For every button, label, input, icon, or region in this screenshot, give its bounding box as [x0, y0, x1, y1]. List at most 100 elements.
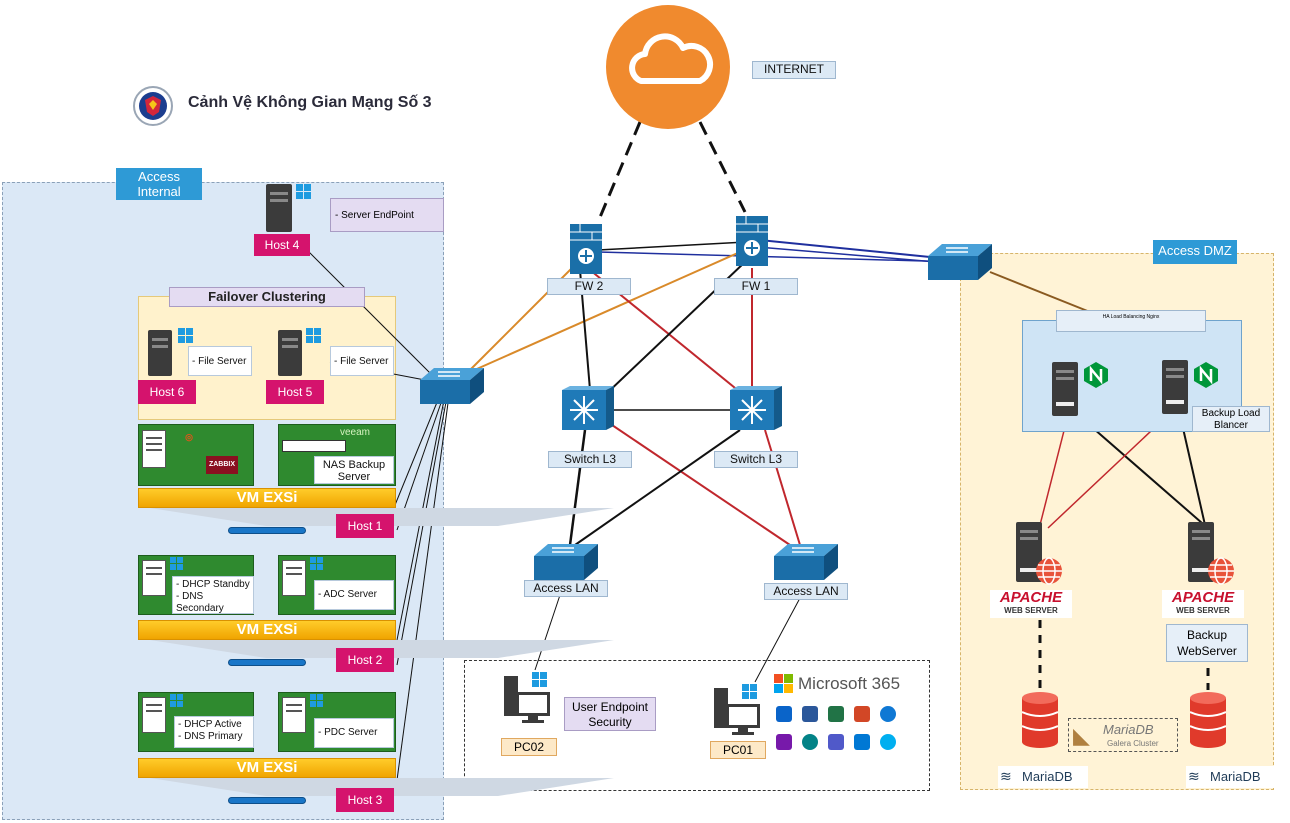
- apache-logo-right: APACHE WEB SERVER: [1162, 590, 1244, 618]
- apache-sub: WEB SERVER: [1176, 606, 1230, 615]
- microsoft-logo-icon: [774, 674, 794, 694]
- nginx-icon: [1084, 362, 1108, 388]
- server-icon: [282, 697, 306, 733]
- seal-icon: ≋: [1000, 768, 1012, 784]
- fw2-label: FW 2: [547, 278, 631, 295]
- failover-label: Failover Clustering: [169, 287, 365, 307]
- host5-note: - File Server: [330, 346, 394, 376]
- powerpoint-icon: [854, 706, 870, 722]
- host2-label: Host 2: [336, 648, 394, 672]
- exsi-shadow: [150, 778, 614, 796]
- galera-cluster-box: ◣ MariaDB Galera Cluster: [1068, 718, 1178, 752]
- server-icon: [1052, 362, 1078, 416]
- pc-icon: [714, 684, 762, 736]
- switch-icon: [534, 542, 598, 582]
- teams-icon: [828, 734, 844, 750]
- pc-icon: [504, 672, 552, 724]
- host6-note: - File Server: [188, 346, 252, 376]
- vm-exsi-bar-3: VM EXSi: [138, 758, 396, 778]
- windows-icon: [296, 184, 312, 200]
- firewall-icon: [568, 222, 604, 276]
- zabbix-logo: ZABBIX: [206, 456, 238, 474]
- windows-icon: [310, 557, 324, 571]
- server-icon: [282, 560, 306, 596]
- dmz-zone-label: Access DMZ: [1153, 240, 1237, 264]
- dhcp-standby-label: - DHCP Standby - DNS Secondary: [172, 576, 254, 614]
- switch-icon: [420, 366, 484, 406]
- globe-icon: [1034, 556, 1064, 586]
- switch-l3-left-label: Switch L3: [548, 451, 632, 468]
- apache-sub: WEB SERVER: [1004, 606, 1058, 615]
- server-icon: [148, 330, 172, 376]
- galera-sub: Galera Cluster: [1107, 739, 1159, 748]
- vm-exsi-bar-2: VM EXSi: [138, 620, 396, 640]
- nginx-icon: [1194, 362, 1218, 388]
- ubuntu-icon: ◎: [185, 432, 193, 442]
- pdc-label: - PDC Server: [314, 718, 394, 748]
- exchange-icon: [854, 734, 870, 750]
- blade-server-icon: [228, 659, 306, 666]
- fw1-label: FW 1: [714, 278, 798, 295]
- user-endpoint-label: User Endpoint Security: [564, 697, 656, 731]
- veeam-logo: veeam: [340, 427, 371, 438]
- windows-icon: [178, 328, 194, 344]
- shield-logo: [133, 86, 173, 126]
- brand-title: Cảnh Vệ Không Gian Mạng Số 3: [188, 94, 432, 111]
- host3-label: Host 3: [336, 788, 394, 812]
- windows-icon: [310, 694, 324, 708]
- server-icon: [278, 330, 302, 376]
- mariadb-logo-left: ≋ MariaDB: [998, 766, 1088, 788]
- access-lan-right-label: Access LAN: [764, 583, 848, 600]
- server-icon: [1162, 360, 1188, 414]
- database-icon: [1189, 692, 1227, 748]
- adc-label: - ADC Server: [314, 580, 394, 610]
- onedrive-icon: [880, 706, 896, 722]
- backup-webserver-label: Backup WebServer: [1166, 624, 1248, 662]
- m365-title: Microsoft 365: [798, 674, 901, 693]
- nas-device-icon: [282, 440, 346, 452]
- pc01-label: PC01: [710, 741, 766, 759]
- switch-icon: [560, 386, 616, 434]
- word-icon: [802, 706, 818, 722]
- access-lan-left-label: Access LAN: [524, 580, 608, 597]
- excel-icon: [828, 706, 844, 722]
- server-icon: [266, 184, 292, 232]
- galera-title: MariaDB: [1103, 722, 1154, 737]
- blade-server-icon: [228, 797, 306, 804]
- apache-logo-left: APACHE WEB SERVER: [990, 590, 1072, 618]
- endpoint-zone: [464, 660, 930, 791]
- switch-l3-right-label: Switch L3: [714, 451, 798, 468]
- mariadb-logo-right: ≋ MariaDB: [1186, 766, 1276, 788]
- windows-icon: [170, 557, 184, 571]
- windows-icon: [742, 684, 758, 700]
- switch-icon: [774, 542, 838, 582]
- backup-lb-label: Backup Load Blancer: [1192, 406, 1270, 432]
- switch-icon: [928, 242, 992, 282]
- host4-note: - Server EndPoint: [330, 198, 444, 232]
- internet-label: INTERNET: [752, 61, 836, 79]
- lb-title: HA Load Balancing Nginx: [1056, 310, 1206, 332]
- outlook-icon: [776, 706, 792, 722]
- globe-icon: [1206, 556, 1236, 586]
- seal-icon: ≋: [1188, 768, 1200, 784]
- mariadb-name: MariaDB: [1210, 769, 1261, 784]
- pc02-label: PC02: [501, 738, 557, 756]
- apache-name: APACHE: [999, 589, 1063, 606]
- blade-server-icon: [228, 527, 306, 534]
- host4-label: Host 4: [254, 234, 310, 256]
- onenote-icon: [776, 734, 792, 750]
- database-icon: [1021, 692, 1059, 748]
- server-icon: [142, 560, 166, 596]
- host5-label: Host 5: [266, 380, 324, 404]
- mariadb-name: MariaDB: [1022, 769, 1073, 784]
- windows-icon: [170, 694, 184, 708]
- vm-exsi-bar-1: VM EXSi: [138, 488, 396, 508]
- server-icon: [142, 697, 166, 733]
- dhcp-active-label: - DHCP Active - DNS Primary: [174, 716, 254, 748]
- cloud-icon: [606, 5, 730, 129]
- internal-zone-label: Access Internal: [116, 168, 202, 200]
- windows-icon: [532, 672, 548, 688]
- windows-icon: [306, 328, 322, 344]
- host1-label: Host 1: [336, 514, 394, 538]
- host6-label: Host 6: [138, 380, 196, 404]
